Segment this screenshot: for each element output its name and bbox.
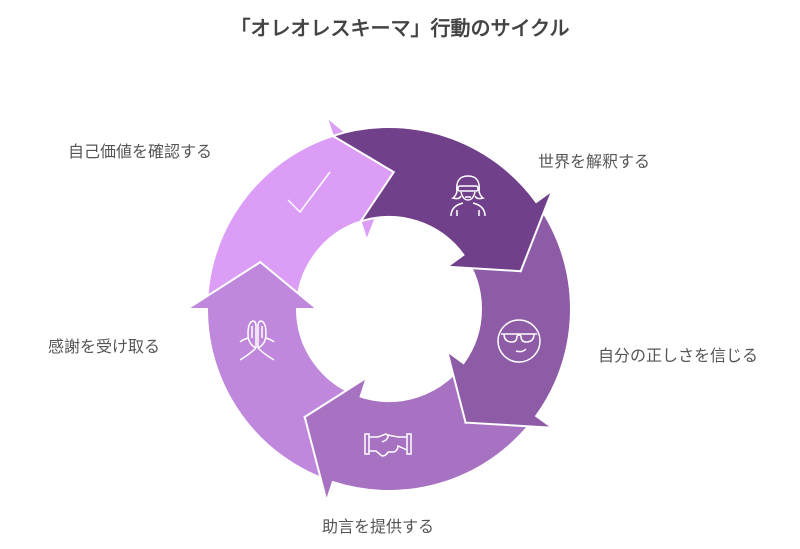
step-label-confirm-self-worth: 自己価値を確認する bbox=[68, 142, 213, 161]
segment-interpret-world bbox=[330, 126, 555, 273]
step-label-interpret-world: 世界を解釈する bbox=[538, 152, 651, 171]
diagram-title: 「オレオレスキーマ」行動のサイクル bbox=[230, 16, 570, 40]
segment-receive-gratitude bbox=[183, 260, 364, 484]
praying-hands-icon bbox=[239, 320, 275, 361]
segment-give-advice bbox=[303, 360, 539, 505]
checkmark-icon bbox=[287, 171, 331, 214]
step-label-give-advice: 助言を提供する bbox=[322, 517, 435, 536]
step-label-believe-correctness: 自分の正しさを信じる bbox=[598, 346, 759, 365]
sunglasses-face-icon bbox=[497, 319, 541, 363]
step-label-receive-gratitude: 感謝を受け取る bbox=[48, 337, 161, 356]
handshake-icon bbox=[364, 433, 412, 457]
segment-believe-correctness bbox=[445, 199, 572, 429]
blindfolded-woman-icon bbox=[450, 175, 486, 217]
